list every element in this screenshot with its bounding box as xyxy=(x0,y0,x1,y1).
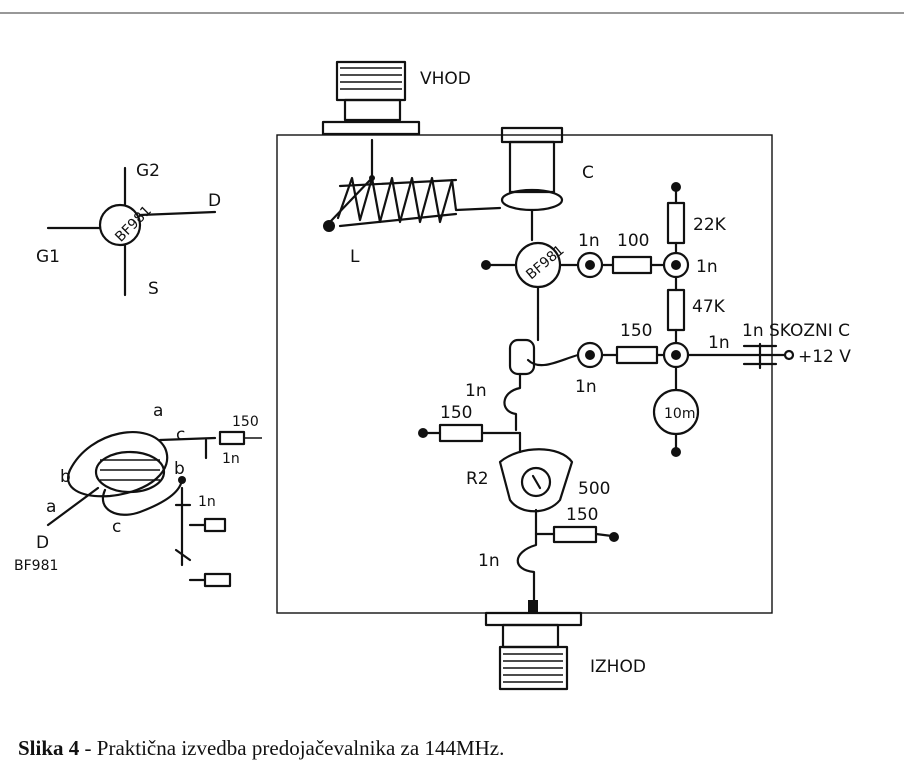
trimmer-c-label: C xyxy=(582,163,594,183)
cap-row-top xyxy=(558,251,690,279)
feedthrough-label: 1n SKOZNI C xyxy=(742,321,850,341)
res-22k-label: 22K xyxy=(693,215,727,235)
detail-a1-label: a xyxy=(153,401,163,421)
cap-1n-c-label: 1n xyxy=(575,377,597,397)
detail-c1-label: c xyxy=(176,425,185,445)
r2-label: R2 xyxy=(466,469,489,489)
balun-detail xyxy=(46,430,262,588)
caption-text: - Praktična izvedba predojačevalnika za … xyxy=(79,736,505,760)
cap-1n-f-label: 1n xyxy=(478,551,500,571)
detail-1n-b-label: 1n xyxy=(198,494,216,510)
res-150-c-label: 150 xyxy=(566,505,598,525)
res-47k-label: 47K xyxy=(692,297,726,317)
supply-label: +12 V xyxy=(798,347,851,367)
res-150-b-label: 150 xyxy=(440,403,472,423)
cap-1n-a-label: 1n xyxy=(578,231,600,251)
detail-d-label: D xyxy=(36,533,49,553)
caption-number: Slika 4 xyxy=(18,736,80,760)
res-150-a-label: 150 xyxy=(620,321,652,341)
pin-g1-label: G1 xyxy=(36,247,60,267)
trimmer-capacitor xyxy=(500,126,564,242)
coil-l-label: L xyxy=(350,247,360,267)
choke-label: 10m xyxy=(664,406,695,422)
cap-1n-d-label: 1n xyxy=(708,333,730,353)
pin-g2-label: G2 xyxy=(136,161,160,181)
detail-b2-label: b xyxy=(174,459,185,479)
input-connector xyxy=(321,60,421,136)
cap-1n-e-label: 1n xyxy=(465,381,487,401)
pin-s-label: S xyxy=(148,279,159,299)
pot-500-label: 500 xyxy=(578,479,610,499)
pin-d-label: D xyxy=(208,191,221,211)
vhod-label: VHOD xyxy=(420,69,471,89)
cap-1n-b-label: 1n xyxy=(696,257,718,277)
detail-1n-a-label: 1n xyxy=(222,451,240,467)
detail-bf981-label: BF981 xyxy=(14,558,58,574)
res-100-label: 100 xyxy=(617,231,649,251)
bias-resistors xyxy=(666,182,686,345)
detail-a2-label: a xyxy=(46,497,56,517)
choke-10m xyxy=(652,365,700,457)
coil-l xyxy=(323,138,502,232)
detail-150-label: 150 xyxy=(232,414,259,430)
izhod-label: IZHOD xyxy=(590,657,646,677)
detail-c2-label: c xyxy=(112,517,121,537)
source-network xyxy=(418,372,619,612)
output-connector xyxy=(484,611,583,691)
figure-caption: Slika 4 - Praktična izvedba predojačeval… xyxy=(18,736,504,761)
pinout-sketch xyxy=(46,166,217,297)
detail-b1-label: b xyxy=(60,467,71,487)
